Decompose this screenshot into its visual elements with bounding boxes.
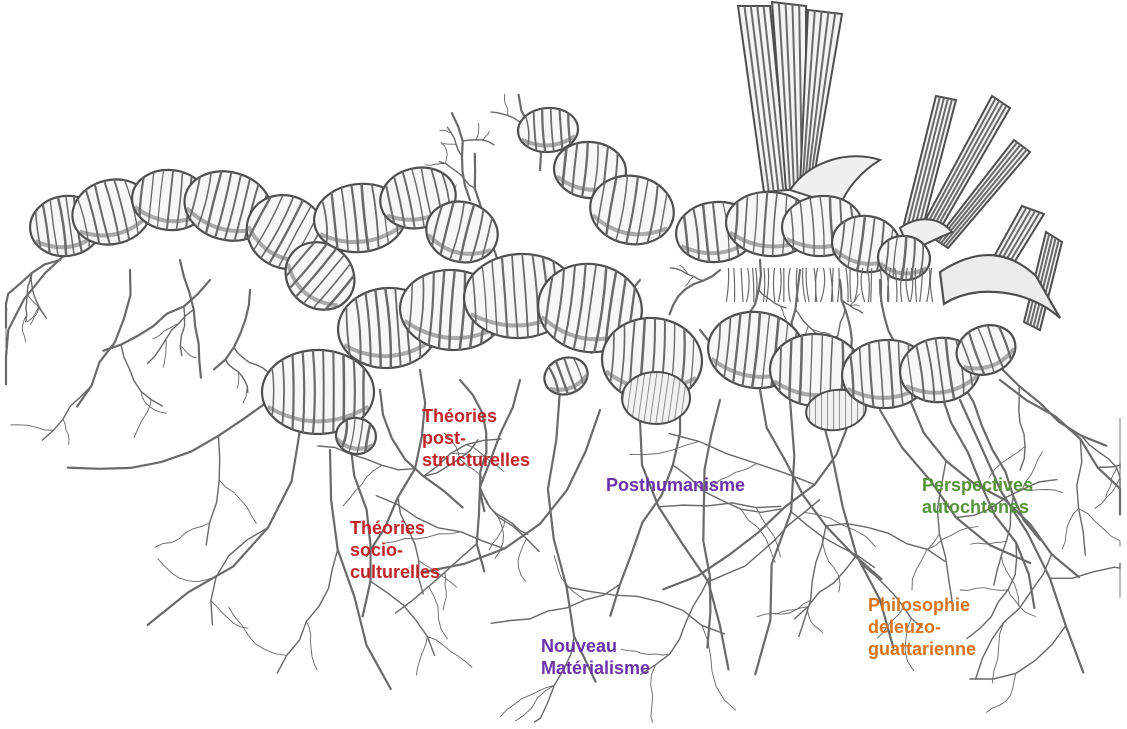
label-posthumanisme: Posthumanisme	[606, 474, 745, 496]
label-theories-socioculturelles: Théories socio- culturelles	[350, 517, 440, 583]
label-philosophie-deleuzo-guattarienne: Philosophie deleuzo- guattarienne	[868, 594, 976, 660]
label-nouveau-materialisme: Nouveau Matérialisme	[541, 635, 650, 679]
leaf-stalks	[738, 2, 1062, 330]
label-theories-poststructurelles: Théories post- structurelles	[422, 405, 530, 471]
label-perspectives-autochtones: Perspectives autochtones	[922, 474, 1033, 518]
